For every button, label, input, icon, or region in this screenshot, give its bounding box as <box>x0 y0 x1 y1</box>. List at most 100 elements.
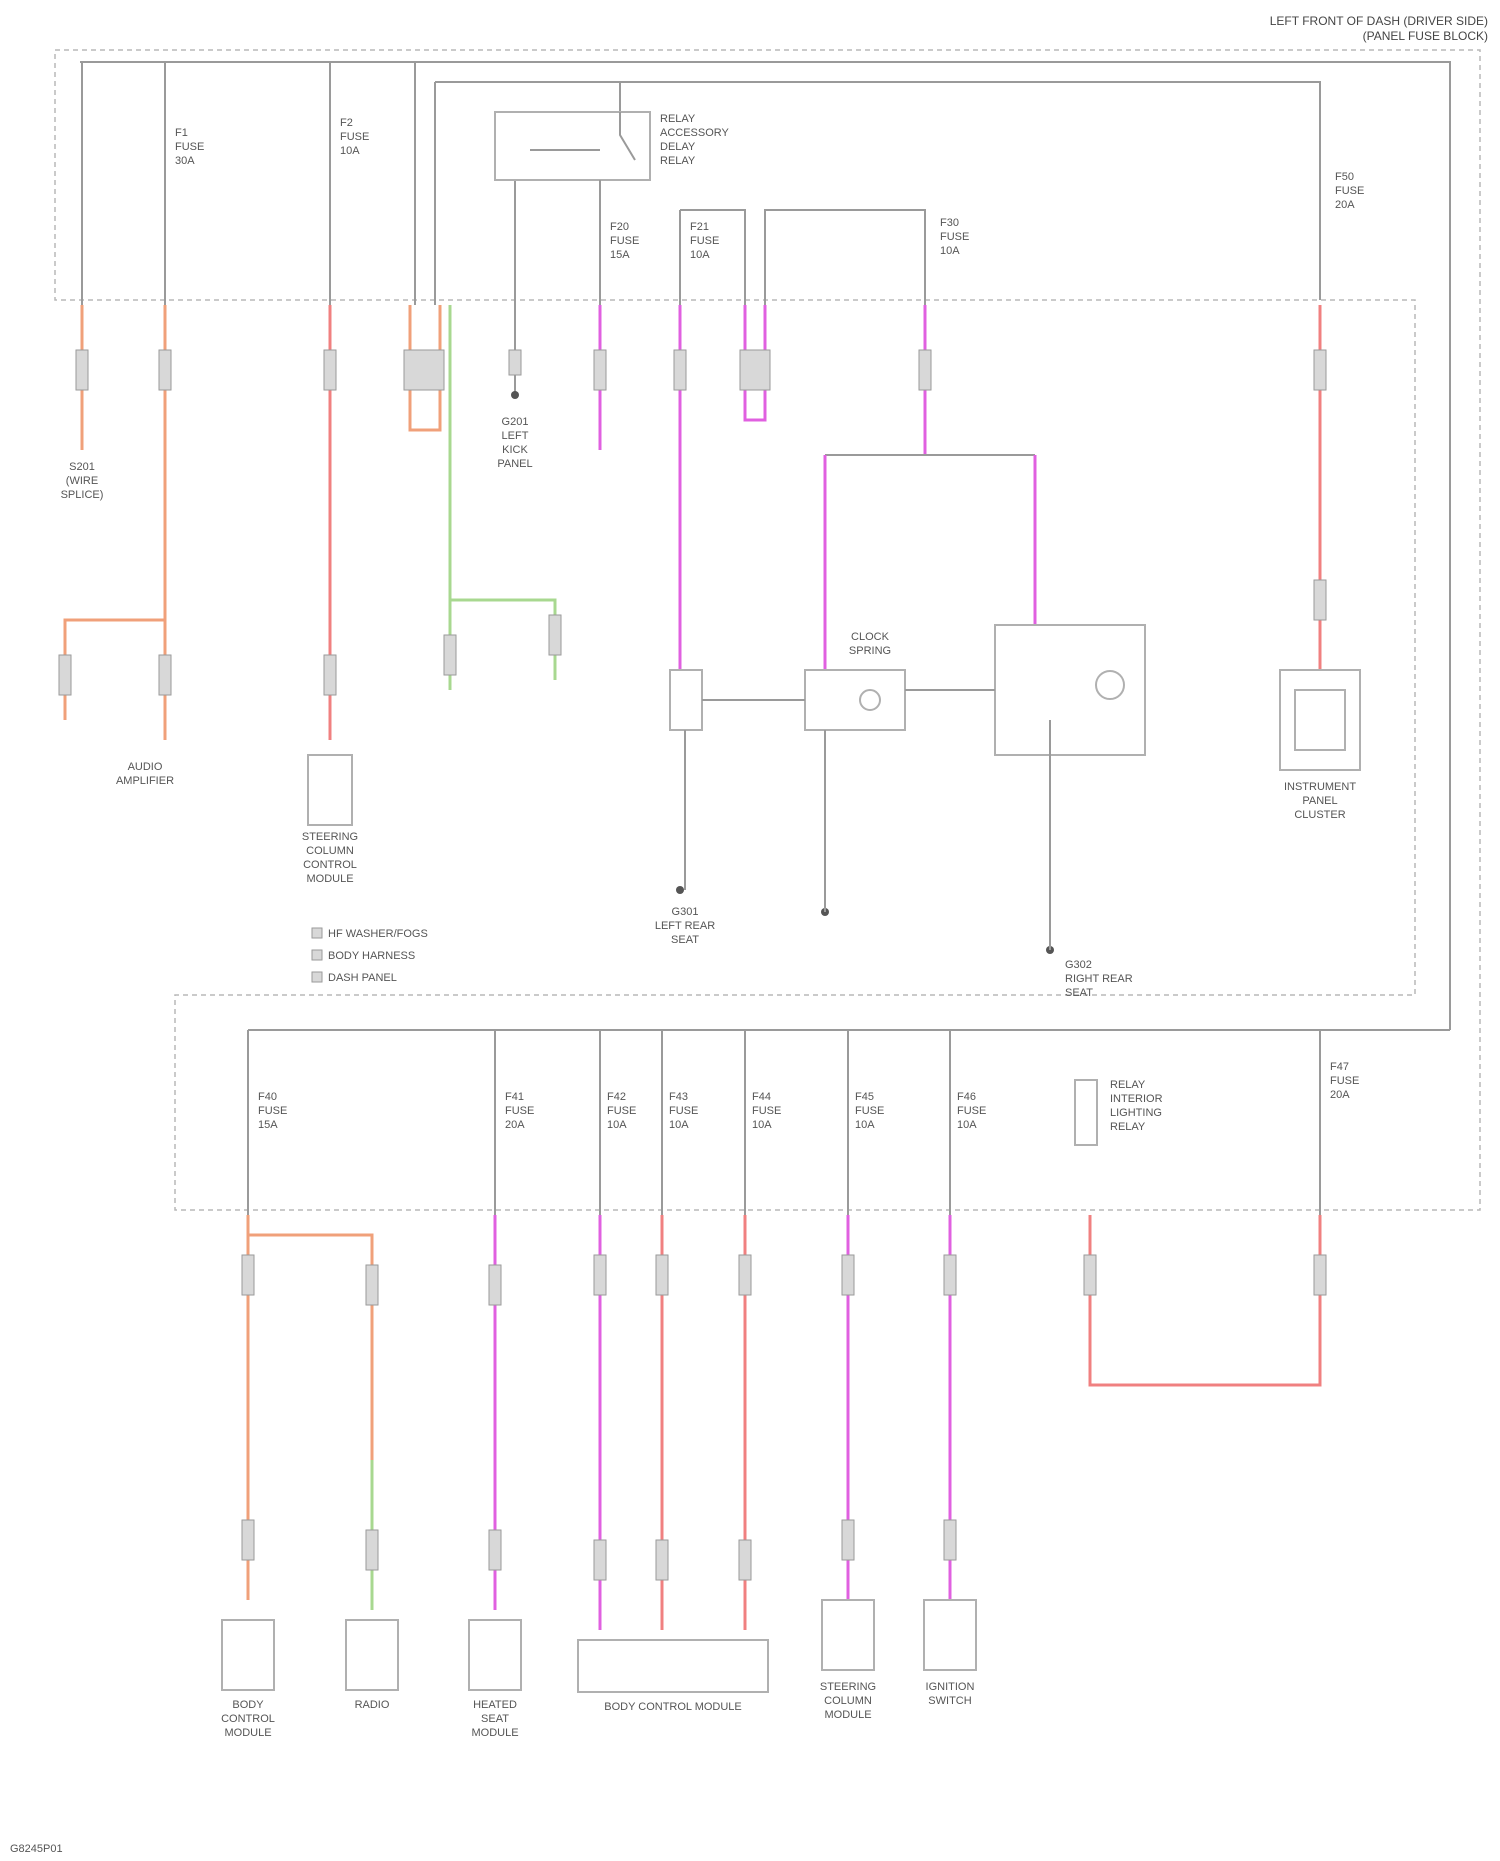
c2-l2: AMPLIFIER <box>116 775 174 787</box>
connector <box>489 1530 501 1570</box>
connector <box>842 1520 854 1560</box>
steering-column-module-box <box>822 1600 874 1670</box>
connector <box>489 1265 501 1305</box>
connector <box>842 1255 854 1295</box>
connector <box>159 655 171 695</box>
radio-box <box>346 1620 398 1690</box>
connector <box>242 1255 254 1295</box>
c6-l1: G301 <box>672 906 699 918</box>
header-title-line1: LEFT FRONT OF DASH (DRIVER SIDE) <box>1270 14 1488 28</box>
c1-l2: (WIRE <box>66 475 98 487</box>
header-title-line2: (PANEL FUSE BLOCK) <box>1363 29 1488 43</box>
l1-l3: MODULE <box>224 1727 271 1739</box>
fuse-5-l3: 10A <box>940 245 960 257</box>
connector <box>509 350 521 375</box>
c7-l3: SEAT <box>1065 987 1093 999</box>
c3-l1: STEERING <box>302 831 358 843</box>
connector <box>594 350 606 390</box>
fuse-b6-l2: FUSE <box>855 1105 884 1117</box>
l3-l3: MODULE <box>471 1727 518 1739</box>
l6-l1: IGNITION <box>926 1681 975 1693</box>
c8-l3: CLUSTER <box>1294 809 1345 821</box>
relay-top-l3: DELAY <box>660 141 696 153</box>
c3-l3: CONTROL <box>303 859 357 871</box>
ground-dot <box>676 886 684 894</box>
connector <box>76 350 88 390</box>
fuse-1-l3: 30A <box>175 155 195 167</box>
fuse-b1-l2: FUSE <box>258 1105 287 1117</box>
wire-red-loop <box>1090 1215 1320 1385</box>
fuse-b1-l1: F40 <box>258 1091 277 1103</box>
interior-lighting-relay <box>1075 1080 1097 1145</box>
legend-item-1: HF WASHER/FOGS <box>328 928 428 940</box>
fuse-4-l1: F21 <box>690 221 709 233</box>
l1-l1: BODY <box>232 1699 264 1711</box>
legend-swatch <box>312 928 322 938</box>
c8-l2: PANEL <box>1302 795 1337 807</box>
c7-l2: RIGHT REAR <box>1065 973 1133 985</box>
l3-l1: HEATED <box>473 1699 517 1711</box>
connector <box>366 1530 378 1570</box>
legend-swatch <box>312 950 322 960</box>
c1-l3: SPLICE) <box>61 489 104 501</box>
connector <box>944 1520 956 1560</box>
c6-l3: SEAT <box>671 934 699 946</box>
c2-l1: AUDIO <box>128 761 163 773</box>
fuse-b4-l1: F43 <box>669 1091 688 1103</box>
c6-l2: LEFT REAR <box>655 920 715 932</box>
fuse-b3-l3: 10A <box>607 1119 627 1131</box>
cluster-inner <box>1295 690 1345 750</box>
connector <box>594 1255 606 1295</box>
ignition-switch-box <box>924 1600 976 1670</box>
relay-out-2 <box>680 210 925 305</box>
fuse-b4-l3: 10A <box>669 1119 689 1131</box>
l6-l2: SWITCH <box>928 1695 971 1707</box>
fuse-b7-l3: 10A <box>957 1119 977 1131</box>
fuse-b6-l1: F45 <box>855 1091 874 1103</box>
connector <box>242 1520 254 1560</box>
relay-top-l2: ACCESSORY <box>660 127 730 139</box>
connector <box>1314 580 1326 620</box>
fuse-1-l2: FUSE <box>175 141 204 153</box>
connector <box>1084 1255 1096 1295</box>
fuse-6-l2: FUSE <box>1335 185 1364 197</box>
l4-l1: BODY CONTROL MODULE <box>604 1701 742 1713</box>
connector <box>366 1265 378 1305</box>
legend-swatch <box>312 972 322 982</box>
fuse-5-l2: FUSE <box>940 231 969 243</box>
c1-l1: S201 <box>69 461 95 473</box>
fuse-3-l1: F20 <box>610 221 629 233</box>
fuse-6-l3: 20A <box>1335 199 1355 211</box>
clock-spring-icon <box>860 690 880 710</box>
fuse-1-l1: F1 <box>175 127 188 139</box>
relay-top-l4: RELAY <box>660 155 696 167</box>
connector <box>740 350 770 390</box>
fuse-b3-l1: F42 <box>607 1091 626 1103</box>
c4-l3: KICK <box>502 444 528 456</box>
c4-l1: G201 <box>502 416 529 428</box>
relay-bottom-l2: INTERIOR <box>1110 1093 1163 1105</box>
heated-seat-module-box <box>469 1620 521 1690</box>
fuse-b7-l1: F46 <box>957 1091 976 1103</box>
fuse-2-l3: 10A <box>340 145 360 157</box>
clock-spring-box <box>805 670 905 730</box>
connector <box>739 1255 751 1295</box>
body-control-module-wide-box <box>578 1640 768 1692</box>
body-control-module-box <box>222 1620 274 1690</box>
connector <box>1314 350 1326 390</box>
relay-bottom-l4: RELAY <box>1110 1121 1146 1133</box>
l2-l1: RADIO <box>355 1699 390 1711</box>
relay-top-l1: RELAY <box>660 113 696 125</box>
connector <box>59 655 71 695</box>
l5-l2: COLUMN <box>824 1695 872 1707</box>
c4-l2: LEFT <box>502 430 529 442</box>
connector <box>656 1540 668 1580</box>
fuse-2-l2: FUSE <box>340 131 369 143</box>
c7-l1: G302 <box>1065 959 1092 971</box>
connector <box>1314 1255 1326 1295</box>
fuse-3-l2: FUSE <box>610 235 639 247</box>
c5-l1: CLOCK <box>851 631 890 643</box>
l5-l3: MODULE <box>824 1709 871 1721</box>
l1-l2: CONTROL <box>221 1713 275 1725</box>
